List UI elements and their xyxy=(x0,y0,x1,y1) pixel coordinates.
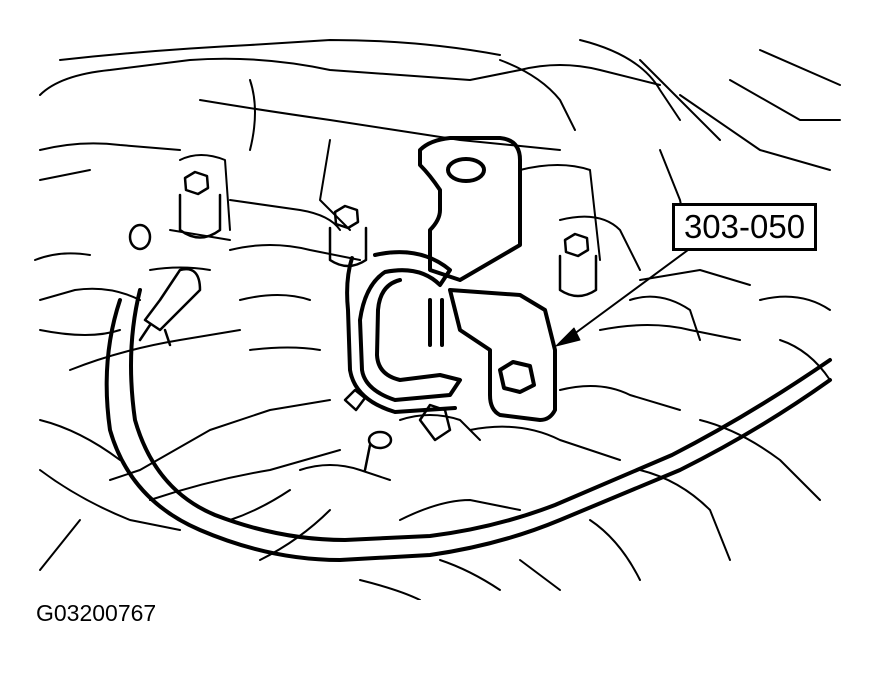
figure-code: G03200767 xyxy=(36,600,157,626)
bolt-4 xyxy=(128,223,152,251)
engine-block-outline xyxy=(34,39,841,600)
sensor-connector xyxy=(138,267,202,347)
engine-tool-illustration xyxy=(34,39,841,600)
tool-callout-label: 303-050 xyxy=(672,203,817,251)
lifting-eye-tool xyxy=(345,136,557,422)
cover-gasket-outline xyxy=(104,288,832,562)
bolt-1 xyxy=(178,170,222,239)
bolt-3 xyxy=(558,232,598,298)
bolt-5 xyxy=(363,430,393,472)
bolts xyxy=(128,170,598,472)
callout-leader xyxy=(555,249,689,347)
tool-callout-text: 303-050 xyxy=(683,208,806,245)
